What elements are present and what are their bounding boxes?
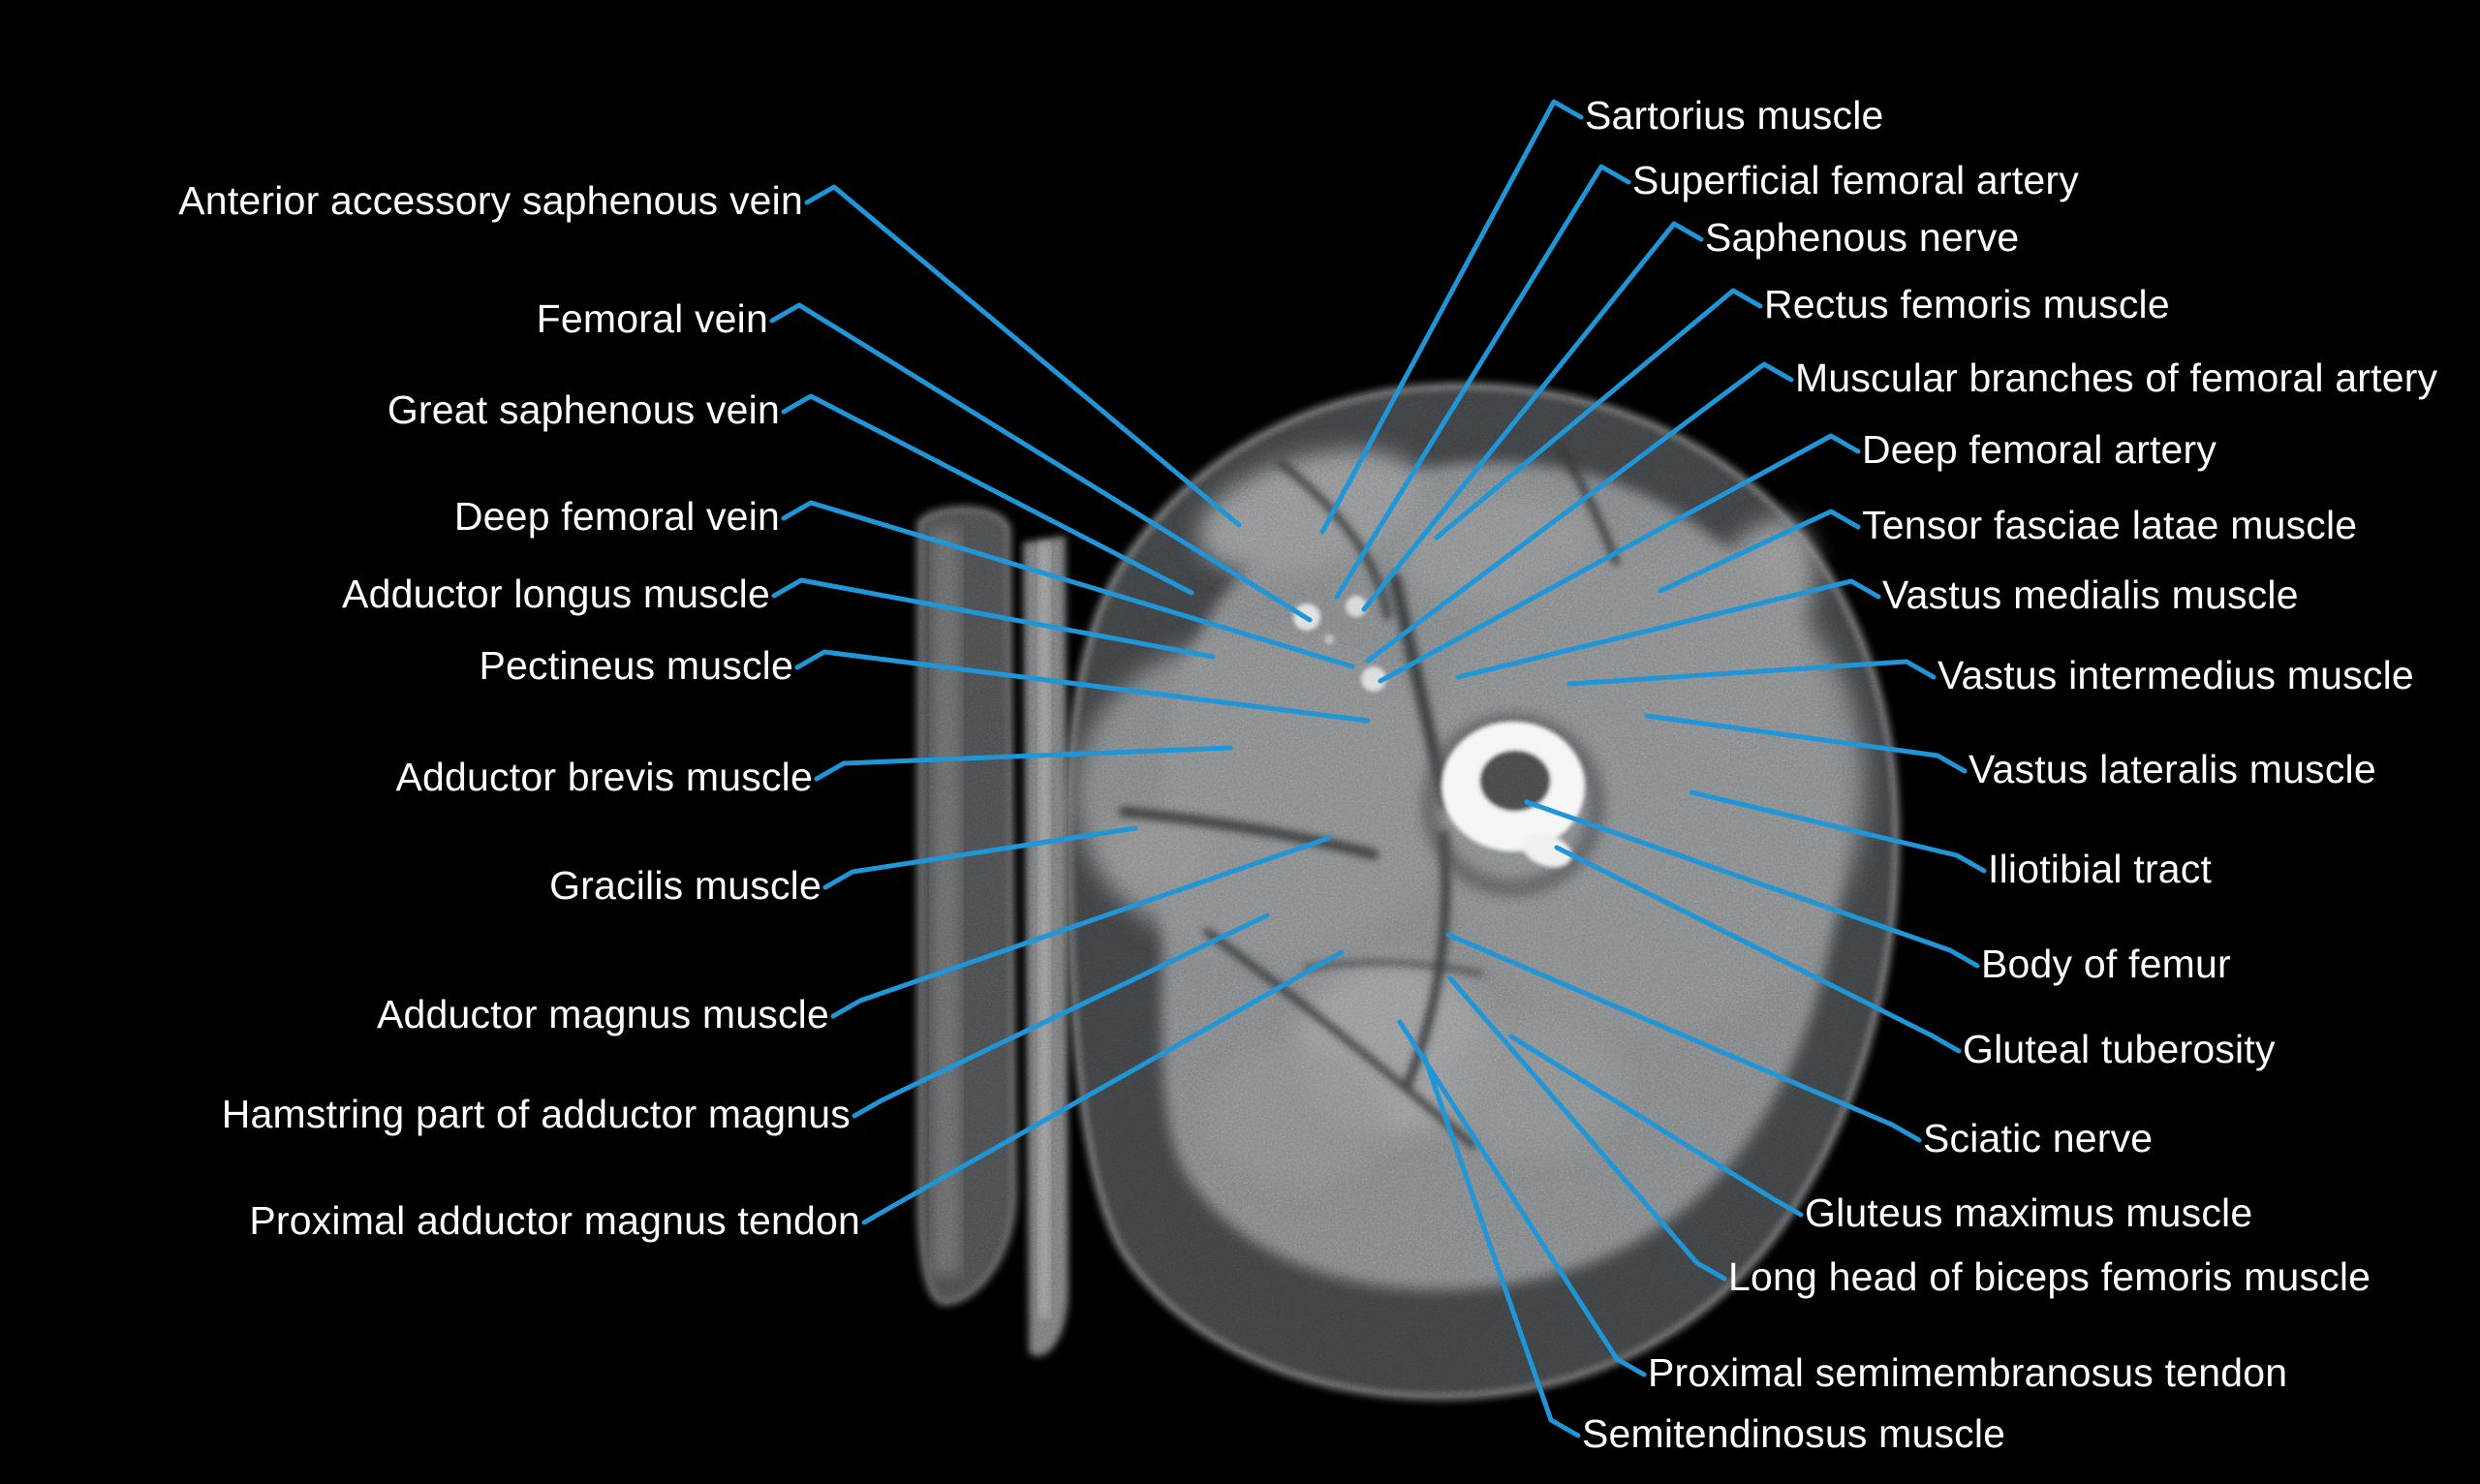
leader-line <box>794 649 1371 724</box>
leader-line <box>1447 975 1727 1282</box>
leader-line <box>852 912 1270 1119</box>
leader-line <box>1421 1053 1581 1438</box>
leader-line <box>1644 713 1968 774</box>
leader-line <box>771 577 1216 660</box>
leader-line <box>1397 1019 1647 1377</box>
leader-line <box>1361 221 1704 612</box>
leader-line <box>822 825 1138 890</box>
ct-thigh-section <box>916 383 1900 1400</box>
leader-line <box>781 500 1355 669</box>
leader-line <box>1524 799 1980 969</box>
leader-line <box>1689 789 1987 874</box>
leader-line <box>1566 659 1937 687</box>
leader-line <box>1455 578 1881 680</box>
leader-line <box>861 949 1345 1225</box>
leader-line <box>1378 433 1861 684</box>
leader-line <box>1365 361 1794 664</box>
leader-line <box>1554 845 1962 1054</box>
leader-line <box>1508 1034 1804 1218</box>
leader-line <box>769 302 1313 623</box>
leader-line <box>1334 164 1631 600</box>
leader-lines <box>769 99 1987 1438</box>
leader-line <box>830 835 1332 1019</box>
leader-line <box>1434 288 1763 541</box>
leader-line <box>804 184 1242 528</box>
leader-line <box>814 745 1233 782</box>
leader-line <box>1658 509 1861 594</box>
leader-line <box>1319 99 1584 535</box>
leader-line <box>1445 932 1922 1143</box>
leader-line <box>781 393 1194 596</box>
